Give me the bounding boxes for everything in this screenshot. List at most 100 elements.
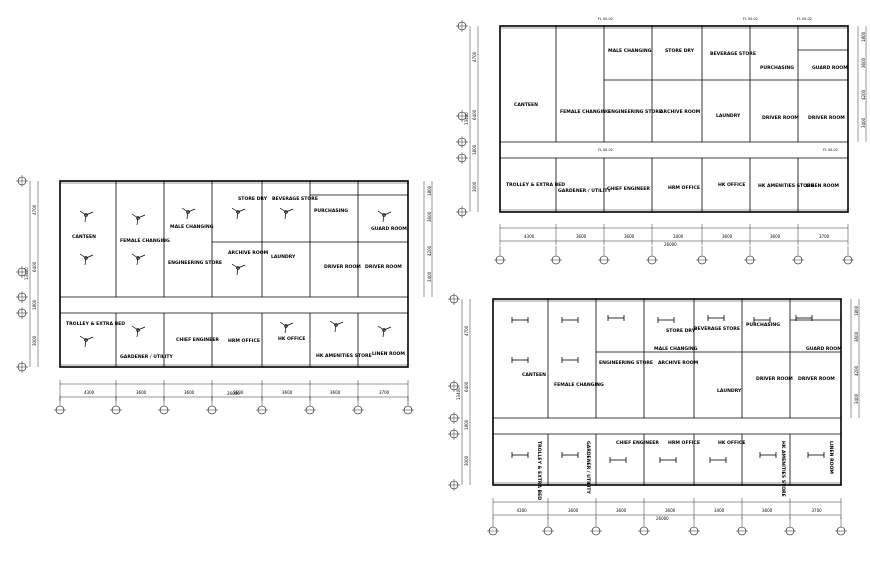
room-label: HK OFFICE [278,336,305,342]
dimension-label: 1800 [854,305,859,316]
room-label: PURCHASING [746,322,780,328]
room-label: CHIEF ENGINEER [176,337,219,343]
dimension-label: 3600 [722,234,733,239]
room-label: HRM OFFICE [228,338,260,344]
light-fitting-icon [707,315,725,321]
room-label: GARDENER / UTILITY [558,188,612,194]
room-label: DRIVER ROOM [324,264,361,270]
room-label: GUARD ROOM [806,346,842,352]
room-label: BEVERAGE STORE [694,326,740,332]
light-fitting-icon [759,452,777,458]
room-label: ARCHIVE ROOM [660,109,701,115]
dimension-label: 6400 [464,381,469,392]
room-label: TROLLEY & EXTRA BED [66,321,125,327]
dimension-label: 3600 [576,234,587,239]
dimension-label: 3600 [861,57,866,68]
dimension-label: 3600 [330,390,341,395]
dimension-label: 3600 [184,390,195,395]
total-dimension: 26000 [227,391,240,396]
dimension-label: 3600 [624,234,635,239]
dimension-label: 6400 [32,261,37,272]
room-label: LINEN ROOM [372,351,405,357]
room-label: DRIVER ROOM [756,376,793,382]
dimension-label: 3600 [136,390,147,395]
ceiling-fan-icon [377,210,392,223]
dimension-label: 4200 [854,365,859,376]
dimension-label: 4200 [427,245,432,256]
dimension-label: 3700 [812,508,823,513]
dimension-label: 4700 [32,204,37,215]
dimension-label: 13400 [464,112,469,125]
level-mark: FL 00-02 [797,17,812,21]
dimension-label: 3600 [568,508,579,513]
room-label: PURCHASING [760,65,794,71]
dimension-label: 3700 [819,234,830,239]
dimension-label: 4300 [524,234,535,239]
light-fitting-icon [709,457,727,463]
dimension-label: 13400 [456,387,461,400]
ceiling-fan-icon [79,335,94,348]
room-label: HK OFFICE [718,182,745,188]
room-label: BEVERAGE STORE [710,51,756,57]
room-label: MALE CHANGING [654,346,698,352]
room-label: LAUNDRY [271,254,296,260]
ceiling-fan-icon [329,320,344,333]
dimension-label: 4300 [84,390,95,395]
plan-bottom-right: STORE DRY BEVERAGE STORE PURCHASING MALE… [448,293,860,536]
room-label: STORE DRY [665,48,695,54]
dimension-label: 3600 [233,390,244,395]
dimension-label: 3400 [861,117,866,128]
room-label: TROLLEY & EXTRA BED [506,182,565,188]
room-label: TROLLEY & EXTRA BED [536,441,542,500]
room-label: CANTEEN [522,372,546,378]
level-mark: FL 00-02 [743,17,758,21]
ceiling-fan-icon [231,207,246,220]
room-label: HK OFFICE [718,440,745,446]
light-fitting-icon [511,452,529,458]
dimension-label: 3400 [673,234,684,239]
dimension-label: 4200 [861,89,866,100]
level-mark: FL 00-02 [598,17,613,21]
level-mark: FL 00-02 [598,148,613,152]
light-fitting-icon [659,457,677,463]
ceiling-fan-icon [131,325,146,338]
room-label: DRIVER ROOM [808,115,845,121]
light-fitting-icon [609,457,627,463]
ceiling-fan-icon [131,213,146,226]
dimension-label: 3400 [854,393,859,404]
dimension-label: 3600 [427,211,432,222]
dimension-label: 3600 [665,508,676,513]
dimension-label: 4300 [517,508,528,513]
light-fitting-icon [607,315,625,321]
ceiling-fan-icon [79,253,94,266]
outer-wall [492,298,842,486]
room-label: DRIVER ROOM [762,115,799,121]
light-fitting-icon [753,317,771,323]
light-fitting-icon [807,452,825,458]
ceiling-fan-icon [131,253,146,266]
light-fitting-icon [561,317,579,323]
light-fitting-icon [561,357,579,363]
light-fitting-icon [561,452,579,458]
dimension-label: 3000 [464,455,469,466]
room-label: FEMALE CHANGING [554,382,604,388]
dimension-label: 1800 [861,31,866,42]
room-label: HK AMENITIES STORE [758,183,814,189]
dimension-label: 4700 [464,325,469,336]
room-label: GUARD ROOM [812,65,848,71]
room-label: CHIEF ENGINEER [616,440,659,446]
room-label: LAUNDRY [717,388,742,394]
dimension-label: 3000 [472,181,477,192]
dimension-label: 3400 [714,508,725,513]
dimension-label: 3600 [282,390,293,395]
light-fitting-icon [511,357,529,363]
ceiling-fan-icon [231,263,246,276]
room-label: DRIVER ROOM [365,264,402,270]
total-dimension: 26000 [656,516,669,521]
room-label: ARCHIVE ROOM [228,250,269,256]
room-label: LINEN ROOM [806,183,839,189]
room-label: CANTEEN [514,102,538,108]
dimension-label: 3400 [427,271,432,282]
